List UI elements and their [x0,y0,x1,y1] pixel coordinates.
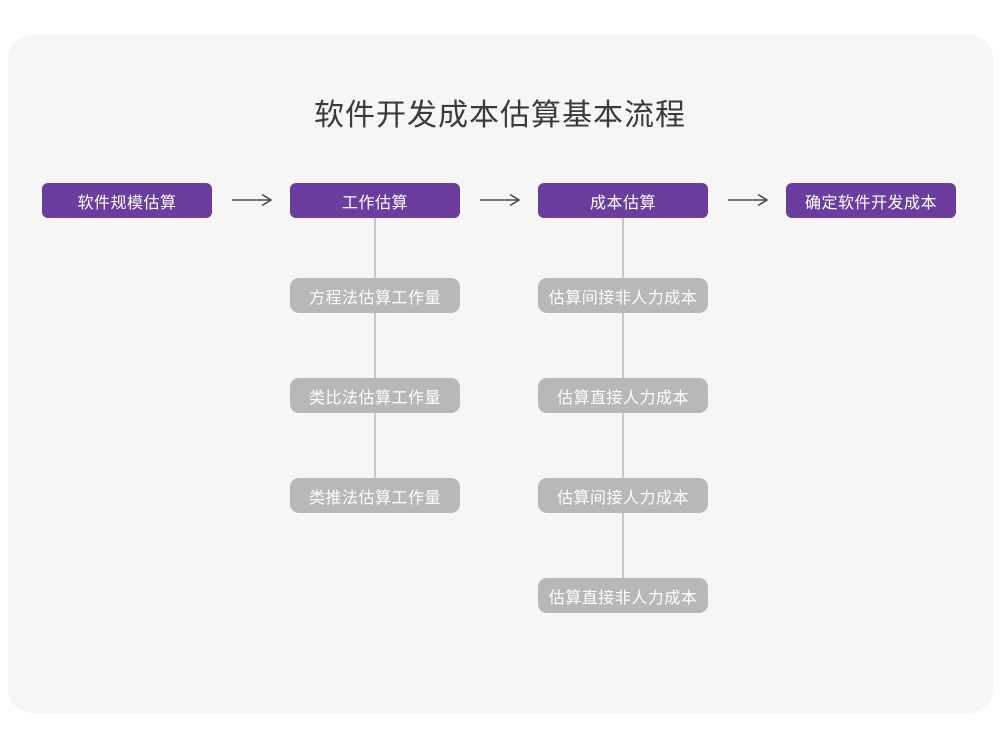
cost-substep-indirect-nonlabor: 估算间接非人力成本 [538,278,708,313]
flow-step-software-scale-estimation: 软件规模估算 [42,183,212,218]
flow-step-cost-estimation: 成本估算 [538,183,708,218]
cost-substep-direct-labor: 估算直接人力成本 [538,378,708,413]
cost-substep-indirect-labor: 估算间接人力成本 [538,478,708,513]
diagram-card [8,35,993,713]
right-arrow-icon [728,193,769,207]
right-arrow-icon [480,193,521,207]
flow-step-work-estimation: 工作估算 [290,183,460,218]
connector-line-work-estimation [374,218,376,496]
work-substep-analogy-method: 类比法估算工作量 [290,378,460,413]
diagram-title: 软件开发成本估算基本流程 [314,99,686,132]
work-substep-equation-method: 方程法估算工作量 [290,278,460,313]
work-substep-extrapolation-method: 类推法估算工作量 [290,478,460,513]
right-arrow-icon [232,193,273,207]
cost-substep-direct-nonlabor: 估算直接非人力成本 [538,578,708,613]
flow-step-determine-development-cost: 确定软件开发成本 [786,183,956,218]
